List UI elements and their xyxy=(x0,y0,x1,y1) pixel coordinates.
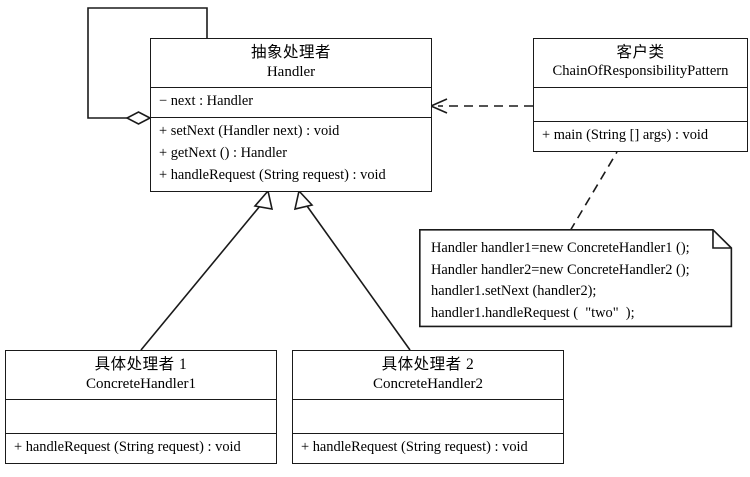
class-header-handler: 抽象处理者 Handler xyxy=(151,39,431,89)
hollow-triangle-marker-2 xyxy=(293,189,314,211)
note-text: Handler handler1=new ConcreteHandler1 ()… xyxy=(421,231,730,325)
class-attributes-client xyxy=(534,88,747,122)
class-operations-concrete-handler-2: + handleRequest (String request) : void xyxy=(293,434,563,463)
open-arrow-marker xyxy=(429,98,448,114)
hollow-triangle-marker-1 xyxy=(253,189,274,210)
class-attributes-concrete-handler-2 xyxy=(293,400,563,435)
note-box-sample-code[interactable]: Handler handler1=new ConcreteHandler1 ()… xyxy=(419,229,733,328)
class-attributes-concrete-handler-1 xyxy=(6,400,276,435)
hollow-diamond-marker xyxy=(125,111,152,125)
class-header-client: 客户类 ChainOfResponsibilityPattern xyxy=(534,39,747,88)
operation-row: + handleRequest (String request) : void xyxy=(14,439,241,456)
class-operations-client: + main (String [] args) : void xyxy=(534,122,747,151)
class-name-en-handler: Handler xyxy=(266,63,316,80)
operation-row: + handleRequest (String request) : void xyxy=(301,439,528,456)
class-name-cn-concrete-handler-2: 具体处理者 2 xyxy=(381,356,475,373)
class-name-en-concrete-handler-2: ConcreteHandler2 xyxy=(373,375,483,392)
attribute-row: − next : Handler xyxy=(159,93,254,110)
note-link-edge xyxy=(569,151,618,232)
class-name-en-client: ChainOfResponsibilityPattern xyxy=(552,62,729,79)
class-header-concrete-handler-1: 具体处理者 1 ConcreteHandler1 xyxy=(6,351,276,401)
operation-row: + main (String [] args) : void xyxy=(542,126,709,143)
operation-row: + setNext (Handler next) : void xyxy=(159,123,340,140)
note-code-line: Handler handler1=new ConcreteHandler1 ()… xyxy=(431,240,690,256)
note-code-line: Handler handler2=new ConcreteHandler2 ()… xyxy=(431,261,690,278)
class-header-concrete-handler-2: 具体处理者 2 ConcreteHandler2 xyxy=(293,351,563,401)
class-box-client[interactable]: 客户类 ChainOfResponsibilityPattern + main … xyxy=(533,38,748,152)
note-code-line: handler1.handleRequest ( "two" ); xyxy=(431,304,635,321)
operation-row: + getNext () : Handler xyxy=(159,144,287,161)
class-attributes-handler: − next : Handler xyxy=(151,88,431,119)
note-code-line: handler1.setNext (handler2); xyxy=(431,283,597,300)
class-name-cn-handler: 抽象处理者 xyxy=(250,44,331,61)
class-name-cn-concrete-handler-1: 具体处理者 1 xyxy=(94,356,188,373)
class-name-en-concrete-handler-1: ConcreteHandler1 xyxy=(86,375,196,392)
generalization-edge-2 xyxy=(293,189,411,351)
class-box-concrete-handler-2[interactable]: 具体处理者 2 ConcreteHandler2 + handleRequest… xyxy=(292,350,564,465)
class-box-concrete-handler-1[interactable]: 具体处理者 1 ConcreteHandler1 + handleRequest… xyxy=(5,350,277,465)
generalization-edge-1 xyxy=(140,189,274,351)
operation-row: + handleRequest (String request) : void xyxy=(159,166,386,183)
client-dependency-edge xyxy=(429,98,533,114)
class-box-handler[interactable]: 抽象处理者 Handler − next : Handler + setNext… xyxy=(150,38,432,192)
class-name-cn-client: 客户类 xyxy=(616,44,665,61)
class-operations-concrete-handler-1: + handleRequest (String request) : void xyxy=(6,434,276,463)
class-operations-handler: + setNext (Handler next) : void + getNex… xyxy=(151,118,431,191)
